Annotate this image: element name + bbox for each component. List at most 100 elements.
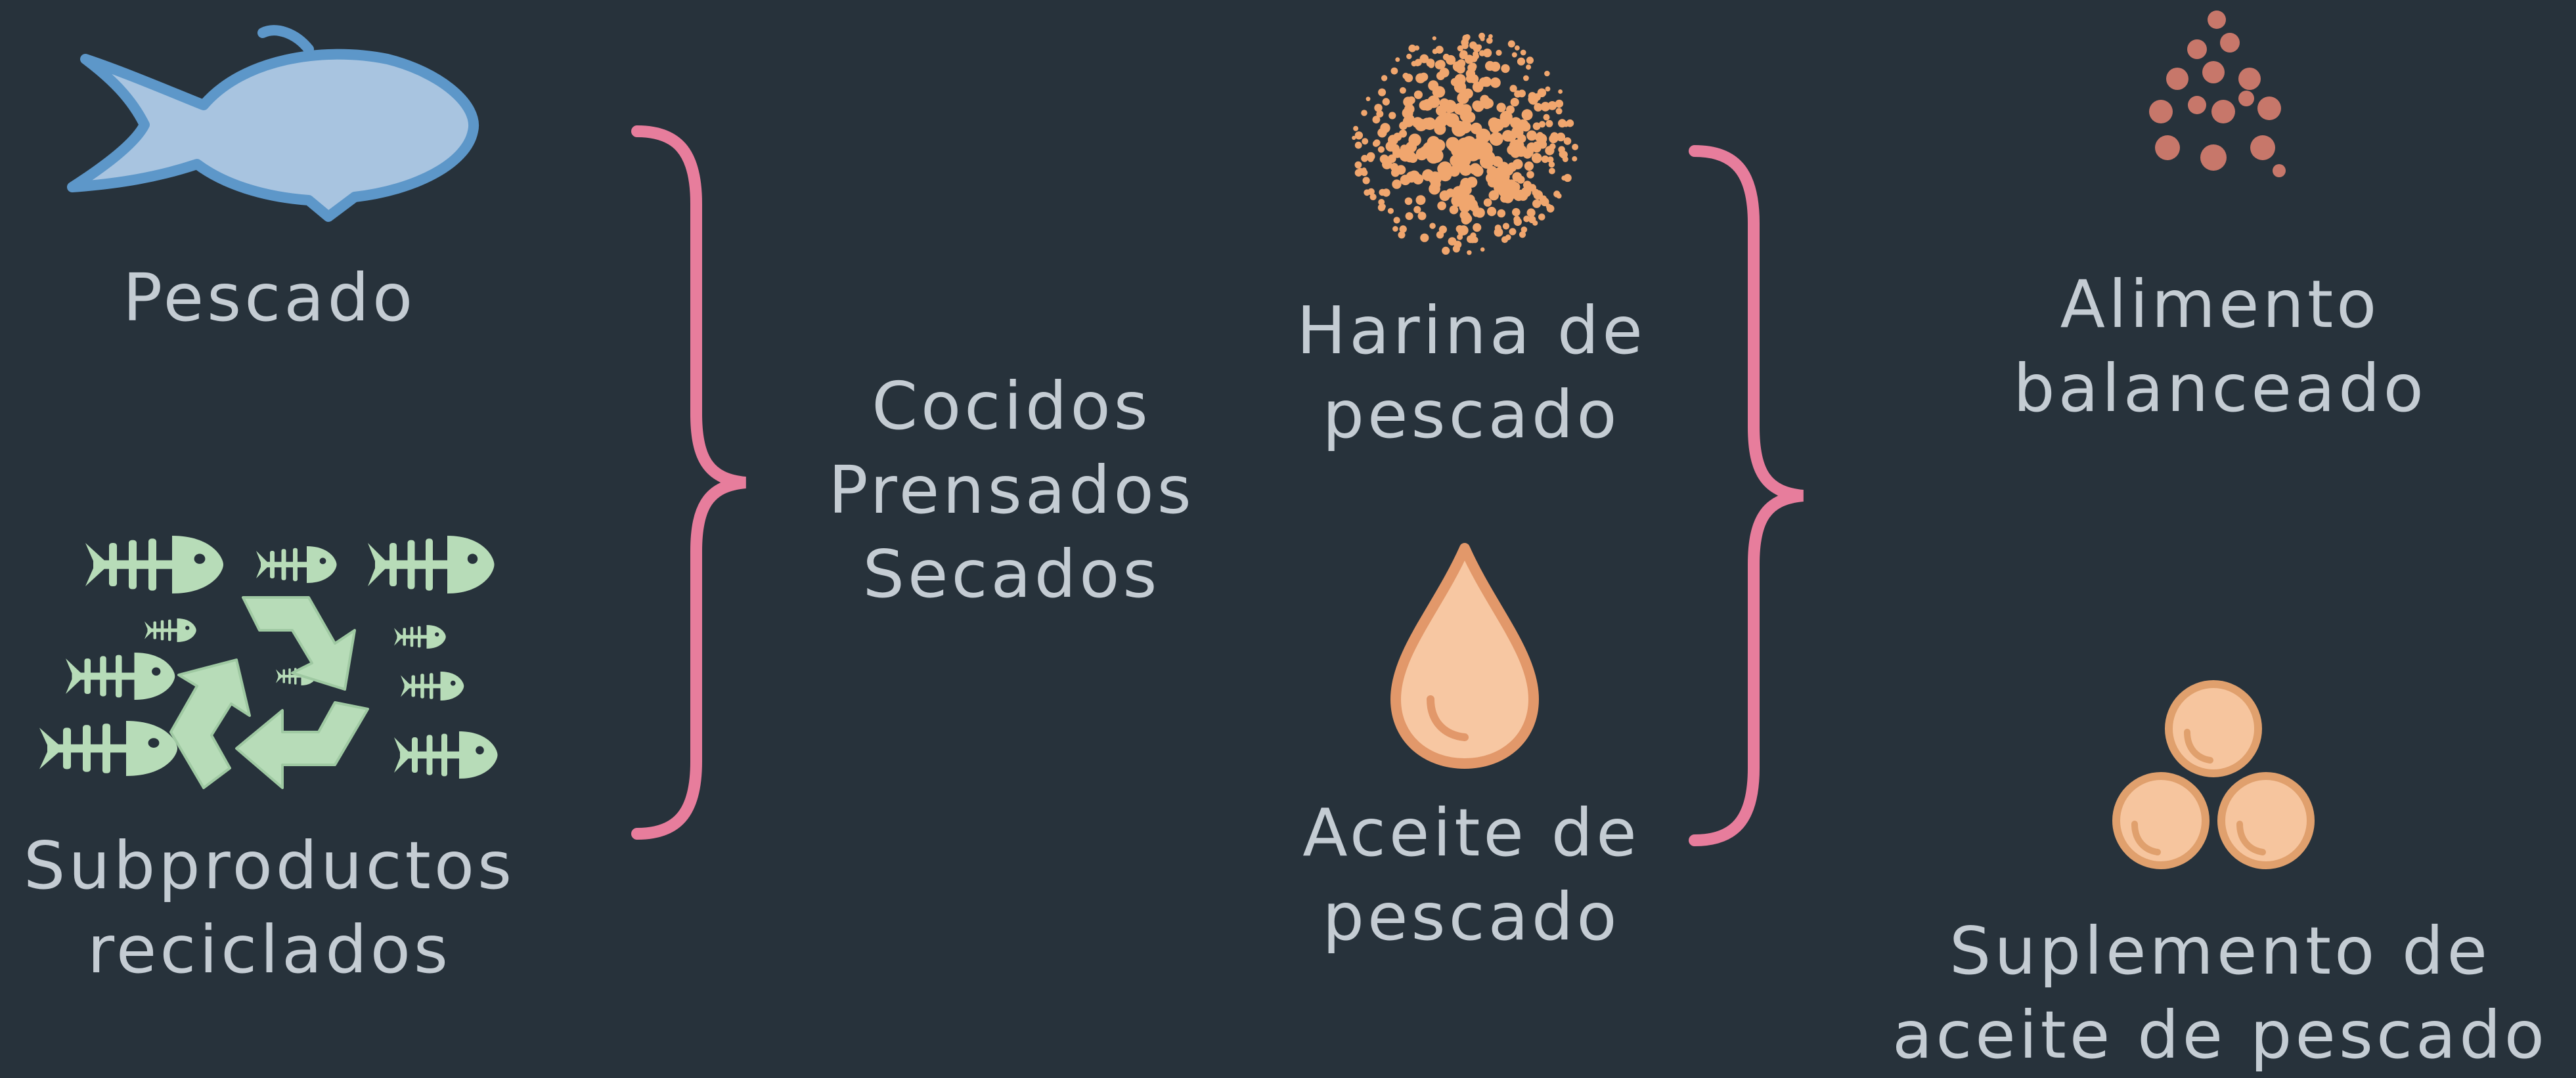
fish-meal-particle — [1531, 153, 1542, 163]
fish-meal-particle — [1526, 208, 1536, 217]
fish-meal-particle — [1484, 98, 1494, 108]
fish-meal-particle — [1362, 138, 1369, 145]
fish-meal-particle — [1467, 63, 1477, 73]
fish-meal-particle — [1538, 213, 1545, 221]
fish-meal-particle — [1488, 190, 1499, 201]
fish-meal-particle — [1507, 40, 1515, 48]
fish-meal-particle — [1415, 195, 1426, 205]
fish-meal-particle — [1541, 155, 1549, 163]
fish-meal-particle — [1507, 162, 1517, 172]
process-step-pressed: Prensados — [828, 452, 1195, 528]
fish-meal-particle — [1408, 96, 1415, 104]
fish-meal-particle — [1432, 36, 1436, 41]
fish-meal-particle — [1465, 194, 1475, 205]
fish-meal-particle — [1398, 231, 1406, 239]
fish-meal-particle — [1462, 212, 1471, 221]
fish-meal-particle — [1480, 150, 1496, 165]
fish-meal-particle — [1490, 77, 1501, 88]
fish-meal-particle — [1526, 56, 1534, 64]
fish-icon — [67, 25, 479, 222]
fish-meal-particle — [1449, 205, 1459, 215]
fish-meal-particle — [1491, 118, 1504, 132]
fish-meal-particle — [1519, 191, 1528, 201]
fish-meal-particle — [1473, 223, 1482, 232]
fish-meal-particle — [1485, 60, 1495, 71]
fish-meal-particle — [1352, 135, 1356, 140]
fish-meal-particle — [1540, 197, 1549, 207]
fish-meal-particle — [1399, 87, 1406, 94]
fish-label: Pescado — [72, 256, 466, 340]
fish-meal-particle — [1480, 36, 1485, 41]
fish-meal-particle — [1437, 201, 1446, 211]
fish-meal-particle — [1524, 161, 1534, 171]
fish-meal-particle — [1408, 153, 1418, 163]
fish-meal-particle — [1555, 99, 1564, 108]
fish-meal-particle — [1525, 148, 1534, 157]
fish-meal-particle — [1472, 81, 1484, 93]
fish-meal-particle — [1415, 73, 1426, 83]
fish-meal-particle — [1550, 132, 1559, 140]
fish-meal-particle — [1434, 117, 1446, 129]
fish-meal-particle — [1515, 45, 1520, 51]
fish-meal-particle — [1436, 72, 1445, 81]
fish-meal-particle — [1408, 44, 1416, 53]
fish-meal-particle — [1443, 100, 1457, 113]
fish-meal-particle — [1526, 171, 1534, 179]
fish-meal-particle — [1563, 173, 1572, 183]
fish-meal-particle — [1514, 90, 1522, 98]
fish-meal-particle — [1555, 108, 1563, 115]
fish-meal-particle — [1457, 234, 1463, 240]
fish-meal-particle — [1378, 199, 1385, 205]
fish-meal-particle — [1496, 49, 1502, 56]
fish-oil-label-line2: pescado — [1322, 878, 1620, 955]
supplement-label-line2: aceite de pescado — [1892, 997, 2548, 1073]
fish-meal-particle — [1451, 194, 1463, 207]
fish-meal-particle — [1364, 189, 1371, 196]
fish-meal-particle — [1354, 131, 1364, 140]
fish-meal-particle — [1377, 146, 1385, 153]
fish-meal-particle — [1423, 142, 1435, 154]
fish-meal-particle — [1512, 207, 1521, 217]
fish-meal-particle — [1406, 114, 1415, 123]
fish-meal-particle — [1462, 34, 1470, 42]
fish-meal-particle — [1470, 204, 1479, 213]
fish-meal-particle — [1532, 220, 1538, 226]
fish-meal-particle — [1406, 53, 1412, 60]
fish-meal-particle — [1452, 120, 1465, 135]
fish-meal-particle — [1457, 92, 1469, 104]
fish-meal-particle — [1510, 98, 1519, 107]
fish-meal-particle — [1433, 86, 1446, 98]
left-brace — [631, 125, 747, 840]
fish-meal-particle — [1501, 114, 1513, 125]
fish-meal-particle — [1561, 175, 1566, 181]
feed-label-line2: balanceado — [2013, 350, 2427, 427]
fish-meal-particle — [1523, 215, 1530, 223]
fish-meal-particle — [1404, 197, 1413, 205]
fish-meal-particle — [1395, 57, 1400, 62]
fish-meal-particle — [1562, 156, 1568, 162]
oil-drop-icon — [1390, 543, 1539, 769]
fish-meal-particle — [1563, 122, 1568, 127]
fish-meal-particle — [1414, 45, 1420, 51]
fish-meal-particle — [1446, 54, 1456, 65]
fish-meal-particle — [1428, 171, 1442, 185]
fish-meal-particle — [1362, 177, 1370, 184]
fish-meal-particle — [1452, 245, 1460, 253]
fish-meal-particle — [1572, 156, 1578, 162]
fish-meal-particle — [1556, 132, 1566, 142]
fish-meal-particle — [1534, 102, 1543, 112]
fish-meal-particle — [1467, 235, 1475, 244]
fish-meal-particle — [1509, 228, 1517, 236]
fish-meal-particle — [1438, 225, 1447, 234]
fish-meal-particle — [1545, 119, 1553, 127]
fish-meal-particle — [1482, 48, 1492, 58]
fish-meal-particle — [1421, 118, 1433, 129]
fish-meal-particle — [1488, 34, 1493, 39]
fish-meal-particle — [1515, 144, 1527, 157]
fish-meal-particle — [1510, 117, 1522, 129]
fish-meal-label: Harina de pescado — [1248, 289, 1695, 457]
fish-meal-particle — [1545, 86, 1551, 92]
feed-label-line1: Alimento — [2060, 266, 2380, 343]
fish-meal-particle — [1489, 132, 1503, 146]
fish-meal-particle — [1449, 165, 1460, 177]
